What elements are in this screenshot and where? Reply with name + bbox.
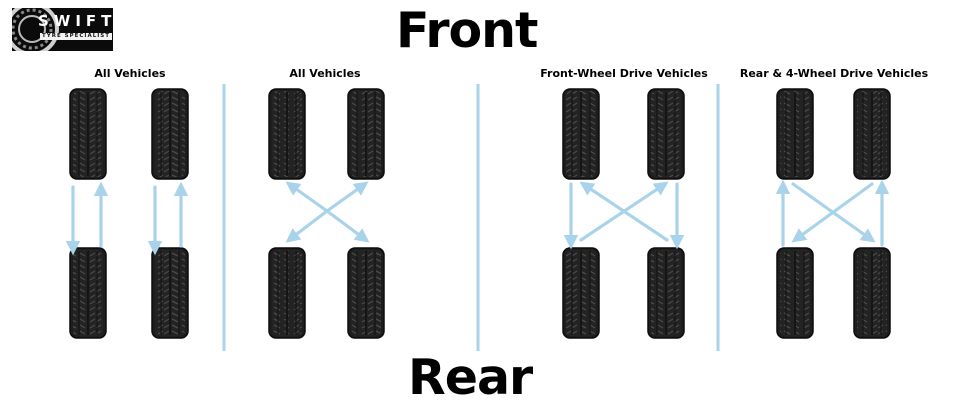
tyre-rear-left-4 <box>776 247 814 339</box>
tyre-front-right-3 <box>647 88 685 180</box>
arrow-p2-to-fr <box>325 181 369 213</box>
arrow-p2-to-rl <box>285 209 329 243</box>
tyre-rear-right-2 <box>347 247 385 339</box>
arrow-p2-to-rr <box>325 209 370 243</box>
front-label: Front <box>396 2 538 59</box>
panel-title-1: All Vehicles <box>94 67 166 80</box>
tyre-rear-right-1 <box>151 247 189 339</box>
tyre-front-left-3 <box>562 88 600 180</box>
tyre-front-right-4 <box>853 88 891 180</box>
swift-logo: SWIFT TYRE SPECIALIST <box>12 8 113 51</box>
arrow-p3-cross-to-fr <box>579 181 669 242</box>
tyre-rear-left-2 <box>268 247 306 339</box>
logo-tagline: TYRE SPECIALIST <box>40 33 112 40</box>
panel-title-4: Rear & 4-Wheel Drive Vehicles <box>739 67 929 80</box>
panel-title-3: Front-Wheel Drive Vehicles <box>540 67 708 80</box>
tyre-rear-left-1 <box>69 247 107 339</box>
tyre-front-right-2 <box>347 88 385 180</box>
tyre-rear-right-3 <box>647 247 685 339</box>
tyre-front-left-1 <box>69 88 107 180</box>
arrow-p4-cross-to-rr <box>791 182 876 243</box>
tyre-logo-icon <box>12 8 59 51</box>
tyre-front-left-2 <box>268 88 306 180</box>
panel-title-2: All Vehicles <box>289 67 361 80</box>
tyre-rear-right-4 <box>853 247 891 339</box>
tyre-front-right-1 <box>151 88 189 180</box>
tyre-front-left-4 <box>776 88 814 180</box>
rear-label: Rear <box>408 349 533 406</box>
logo-wordmark: SWIFT <box>38 12 113 30</box>
arrow-p2-to-fl <box>285 181 329 213</box>
tyre-rear-left-3 <box>562 247 600 339</box>
